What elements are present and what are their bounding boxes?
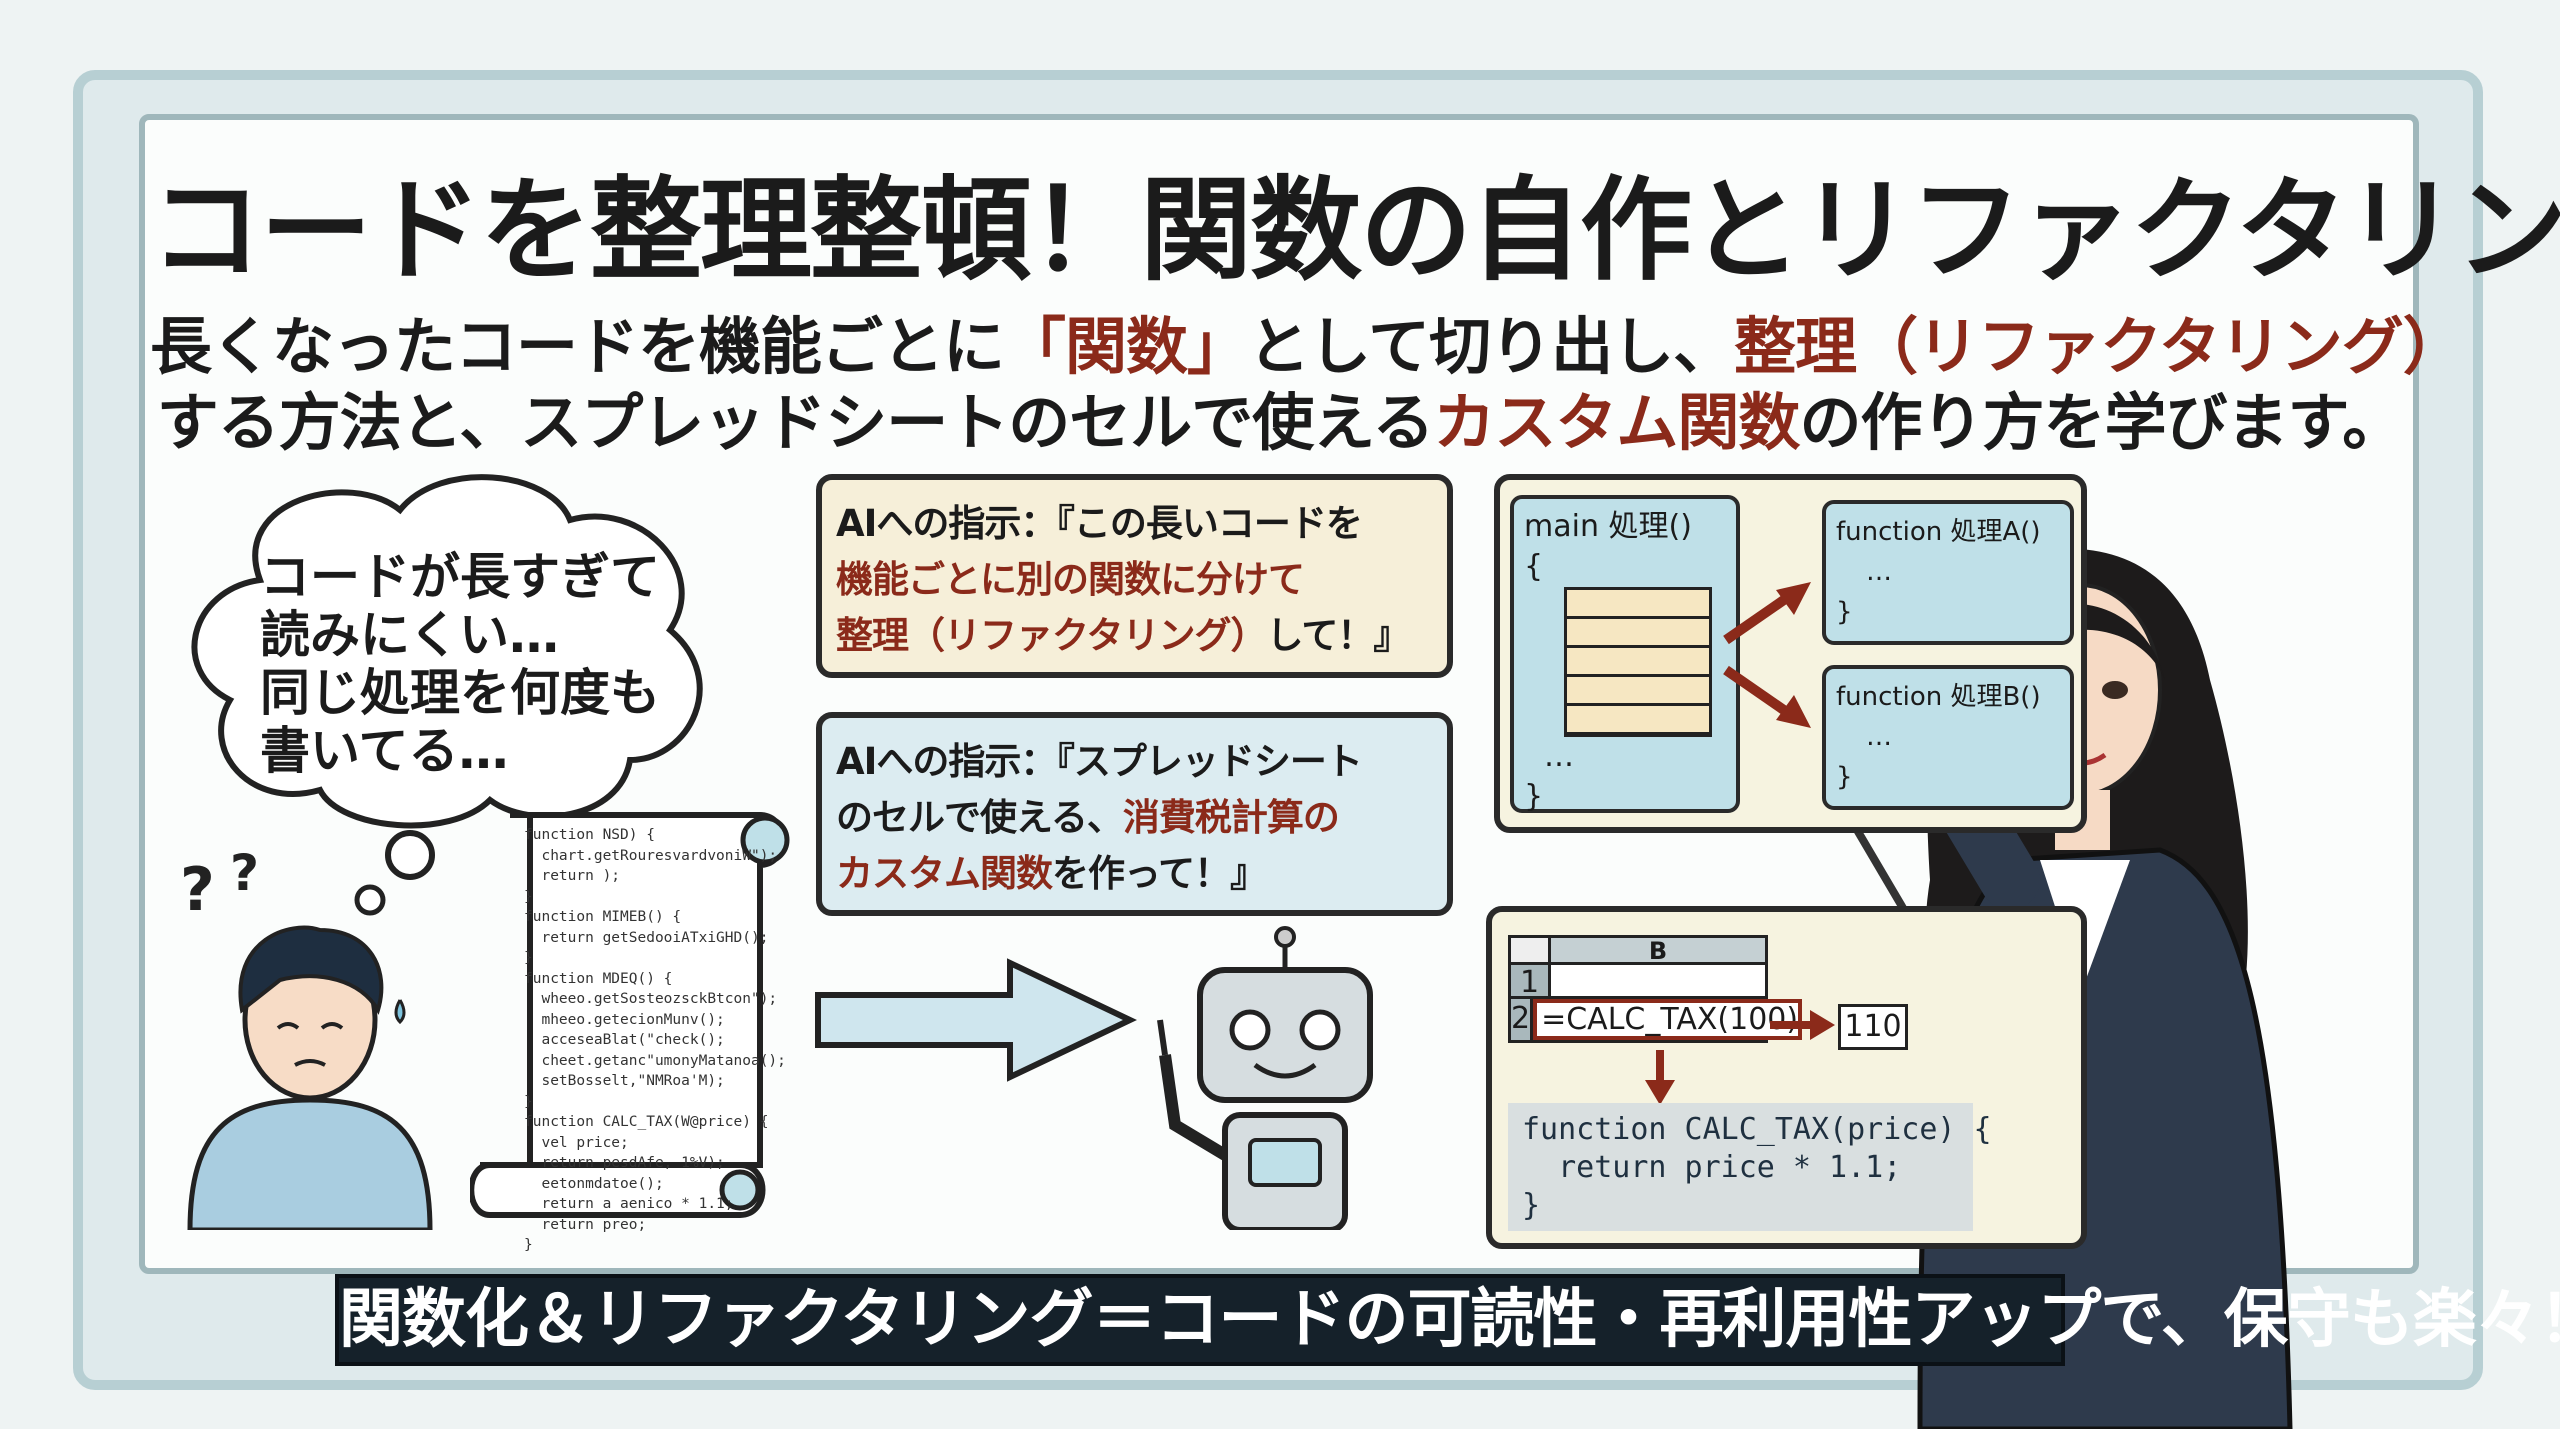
code-block-lines	[1564, 587, 1712, 737]
row-header: 1	[1511, 965, 1551, 1000]
summary-banner: 関数化＆リファクタリング＝コードの可読性・再利用性アップで、保守も楽々！	[335, 1274, 2560, 1366]
prompt-line: を作って！』	[1052, 852, 1267, 895]
prompt-highlight: 機能ごとに別の関数に分けて	[836, 558, 1305, 601]
scroll-code-text: function NSD) { chart.getRouresvardvoniW…	[524, 827, 786, 1253]
result-cell[interactable]: 110	[1838, 1004, 1908, 1050]
function-b-box: function 処理B() … }	[1822, 665, 2074, 810]
prompt-line: して！』	[1266, 614, 1411, 657]
function-b-header: function 処理B()	[1836, 682, 2041, 712]
ai-prompt-refactor: AIへの指示：『この長いコードを 機能ごとに別の関数に分けて 整理（リファクタリ…	[816, 474, 1453, 678]
ellipsis: …	[1544, 739, 1574, 774]
thought-line: 読みにくい…	[260, 606, 559, 664]
cell-b1[interactable]	[1551, 965, 1765, 996]
code-line: }	[1522, 1188, 1541, 1223]
custom-function-code: function CALC_TAX(price) { return price …	[1508, 1103, 1992, 1231]
prompt-line: AIへの指示：『この長いコードを	[836, 502, 1363, 545]
cell-b2-formula[interactable]: =CALC_TAX(100)	[1533, 999, 1803, 1040]
thought-cloud-icon	[191, 474, 703, 916]
prompt-highlight: 整理（リファクタリング）	[836, 614, 1268, 657]
spreadsheet: B 1 2=CALC_TAX(100)	[1508, 935, 1803, 1043]
page-title: コードを整理整頓！関数の自作とリファクタリング	[150, 166, 2560, 296]
subtitle-text: の作り方を学びます。	[1799, 386, 2404, 459]
ai-prompt-custom-function: AIへの指示：『スプレッドシート のセルで使える、消費税計算の カスタム関数を作…	[816, 712, 1453, 916]
subtitle-line-1: 長くなったコードを機能ごとに「関数」として切り出し、整理（リファクタリング）	[150, 296, 2465, 386]
main-header: main 処理()	[1524, 509, 1692, 544]
prompt-line: のセルで使える、	[836, 796, 1124, 839]
svg-text:?: ?	[230, 850, 259, 902]
function-a-header: function 処理A()	[1836, 517, 2041, 547]
code-line: function CALC_TAX(price) {	[1522, 1112, 1992, 1147]
subtitle-highlight: カスタム関数	[1433, 386, 1800, 459]
thought-line: 書いてる…	[260, 722, 509, 780]
result-arrows-icon	[1645, 1010, 1835, 1105]
function-a-box: function 処理A() … }	[1822, 500, 2074, 645]
ellipsis: …	[1866, 722, 1892, 752]
row-header: 2	[1511, 999, 1534, 1040]
subtitle-line-2: する方法と、スプレッドシートのセルで使えるカスタム関数の作り方を学びます。	[150, 372, 2410, 462]
ellipsis: …	[1866, 557, 1892, 587]
code-line: return price * 1.1;	[1522, 1150, 1902, 1185]
subtitle-text: として切り出し、	[1248, 310, 1735, 383]
robot-icon	[1157, 926, 1373, 1230]
thought-line: 同じ処理を何度も	[260, 664, 660, 722]
subtitle-text: する方法と、スプレッドシートのセルで使える	[156, 386, 1435, 459]
main-function-box: main 処理() { … }	[1510, 495, 1740, 814]
confused-person-icon: ? ?	[180, 850, 433, 1230]
thought-text: コードが長すぎて 読みにくい… 同じ処理を何度も 書いてる…	[260, 548, 660, 780]
brace: }	[1836, 762, 1853, 792]
split-arrows-icon	[1723, 582, 1811, 728]
subtitle-highlight: 整理（リファクタリング）	[1734, 310, 2465, 383]
right-arrow-icon	[815, 958, 1137, 1082]
subtitle-text: 長くなったコードを機能ごとに	[150, 310, 1005, 383]
brace: }	[1836, 597, 1853, 627]
svg-text:?: ?	[180, 855, 215, 925]
prompt-highlight: 消費税計算の	[1122, 796, 1340, 839]
code-scroll-icon	[470, 812, 790, 1218]
brace: {	[1524, 549, 1544, 584]
subtitle-highlight: 「関数」	[1004, 310, 1249, 383]
prompt-highlight: カスタム関数	[836, 852, 1053, 895]
brace: }	[1524, 779, 1544, 814]
column-header: B	[1648, 937, 1668, 965]
thought-line: コードが長すぎて	[260, 548, 660, 606]
prompt-line: AIへの指示：『スプレッドシート	[836, 740, 1363, 783]
